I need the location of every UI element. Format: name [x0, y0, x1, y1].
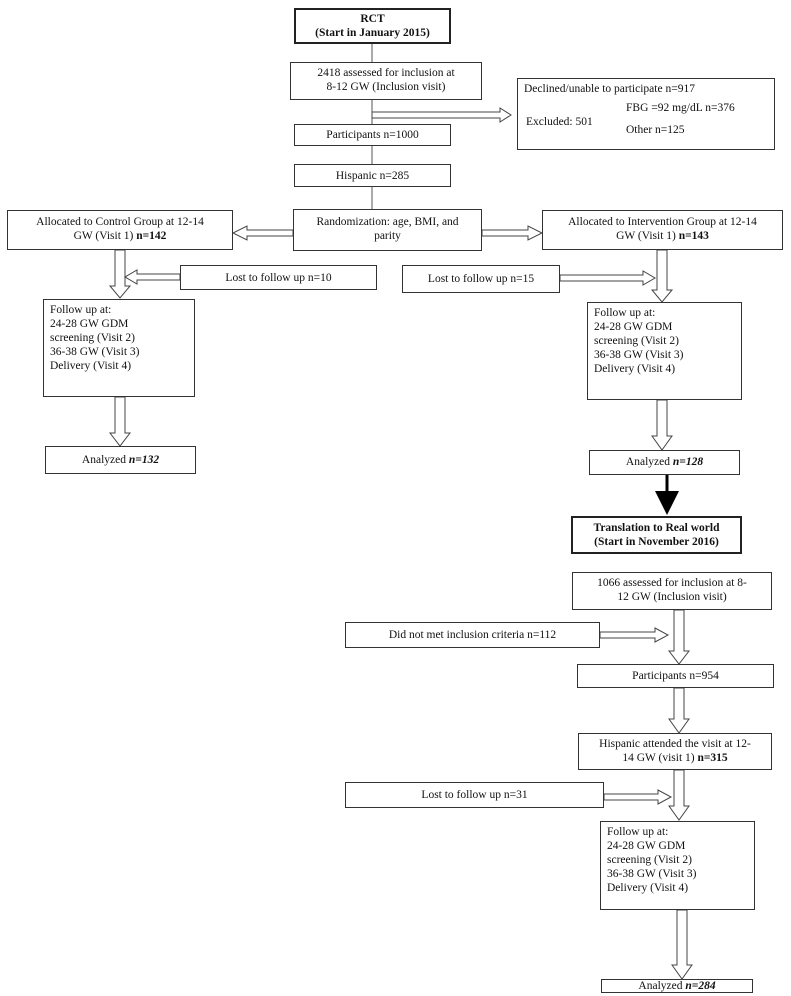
followup-rw-l2: 24-28 GW GDM — [607, 840, 686, 852]
intervention-line2-text: GW (Visit 1) — [616, 230, 679, 242]
followup-rw-l1: Follow up at: — [607, 826, 669, 838]
followup-intervention-l1: Follow up at: — [594, 307, 656, 319]
followup-rw-l3: screening (Visit 2) — [607, 854, 692, 866]
control-line2: GW (Visit 1) n=142 — [13, 229, 227, 243]
hispanic-rw-count: n=315 — [697, 752, 728, 764]
other-text: Other n=125 — [626, 124, 685, 136]
hollow-arrow-control-analyzed — [108, 396, 132, 447]
translation-title: Translation to Real world — [593, 522, 720, 534]
intervention-line1: Allocated to Intervention Group at 12-14 — [568, 216, 757, 228]
analyzed-control-count: n=132 — [128, 454, 160, 466]
followup-rw-l5: Delivery (Visit 4) — [607, 882, 689, 894]
hollow-arrow-intervention-analyzed — [651, 399, 673, 451]
hispanic-rw-box: Hispanic attended the visit at 12- 14 GW… — [578, 733, 772, 770]
control-count: n=142 — [136, 230, 167, 242]
hollow-arrow-lost-rw — [603, 789, 673, 805]
hollow-arrow-to-intervention — [481, 225, 544, 241]
analyzed-intervention-line: Analyzed n=128 — [595, 455, 734, 469]
followup-intervention-l2: 24-28 GW GDM — [594, 321, 673, 333]
followup-intervention-box: Follow up at: 24-28 GW GDM screening (Vi… — [587, 302, 742, 400]
hollow-arrow-lost-control — [124, 269, 181, 285]
lost-control-text: Lost to follow up n=10 — [225, 272, 332, 284]
intervention-count: n=143 — [678, 230, 709, 242]
randomization-line1: Randomization: age, BMI, and — [316, 216, 459, 228]
participants-text: Participants n=1000 — [326, 129, 419, 141]
hollow-arrow-excluded — [371, 107, 512, 123]
analyzed-intervention-count: n=128 — [672, 456, 704, 468]
followup-intervention-l3: screening (Visit 2) — [594, 335, 679, 347]
rct-title: RCT — [360, 13, 385, 25]
analyzed-intervention-box: Analyzed n=128 — [589, 450, 740, 475]
hispanic-rw-line2-text: 14 GW (visit 1) — [622, 752, 698, 764]
hollow-arrow-rw-hispanic-down — [668, 769, 690, 821]
followup-intervention-l5: Delivery (Visit 4) — [594, 363, 676, 375]
intervention-group-box: Allocated to Intervention Group at 12-14… — [542, 210, 783, 250]
assessed-line2: 8-12 GW (Inclusion visit) — [326, 81, 446, 93]
hispanic-rw-line2: 14 GW (visit 1) n=315 — [584, 751, 766, 765]
lost-rw-box: Lost to follow up n=31 — [345, 782, 604, 808]
hollow-arrow-lost-intervention — [559, 270, 656, 286]
analyzed-control-line: Analyzed n=132 — [51, 453, 190, 467]
assessed-box: 2418 assessed for inclusion at 8-12 GW (… — [290, 62, 482, 100]
hollow-arrow-rw-analyzed — [671, 909, 693, 980]
randomization-line2: parity — [374, 230, 401, 242]
assessed-rw-box: 1066 assessed for inclusion at 8- 12 GW … — [572, 572, 772, 610]
hollow-arrow-rw-assessed-down — [667, 609, 691, 665]
analyzed-rw-label: Analyzed — [638, 980, 686, 992]
hispanic-box: Hispanic n=285 — [294, 164, 451, 187]
rct-subtitle: (Start in January 2015) — [315, 27, 430, 39]
hispanic-rw-line1: Hispanic attended the visit at 12- — [599, 738, 751, 750]
hollow-arrow-control-down — [108, 249, 132, 299]
lost-control-box: Lost to follow up n=10 — [180, 265, 377, 290]
followup-control-l2: 24-28 GW GDM — [50, 318, 129, 330]
analyzed-control-label: Analyzed — [81, 454, 129, 466]
control-line1: Allocated to Control Group at 12-14 — [36, 216, 204, 228]
hollow-arrow-rw-participants-down — [668, 687, 690, 734]
assessed-rw-line1: 1066 assessed for inclusion at 8- — [597, 577, 747, 589]
analyzed-control-box: Analyzed n=132 — [45, 446, 196, 474]
lost-intervention-text: Lost to follow up n=15 — [427, 273, 535, 285]
followup-control-box: Follow up at: 24-28 GW GDM screening (Vi… — [43, 299, 195, 397]
analyzed-rw-line: Analyzed n=284 — [607, 980, 747, 993]
analyzed-rw-box: Analyzed n=284 — [601, 979, 753, 993]
followup-control-l1: Follow up at: — [50, 304, 112, 316]
translation-subtitle: (Start in November 2016) — [594, 536, 719, 548]
rct-box: RCT (Start in January 2015) — [294, 8, 451, 44]
followup-control-l4: 36-38 GW (Visit 3) — [50, 346, 140, 358]
fbg-text: FBG =92 mg/dL n=376 — [626, 102, 735, 114]
analyzed-rw-count: n=284 — [685, 980, 716, 992]
not-met-box: Did not met inclusion criteria n=112 — [345, 622, 600, 648]
participants-box: Participants n=1000 — [294, 124, 451, 146]
control-line2-text: GW (Visit 1) — [73, 230, 137, 242]
excluded-label: Excluded: 501 — [526, 116, 593, 128]
followup-control-l3: screening (Visit 2) — [50, 332, 135, 344]
hollow-arrow-not-met — [599, 627, 670, 643]
participants-rw-text: Participants n=954 — [632, 670, 719, 682]
hispanic-text: Hispanic n=285 — [335, 170, 410, 182]
not-met-text: Did not met inclusion criteria n=112 — [388, 629, 557, 641]
followup-rw-l4: 36-38 GW (Visit 3) — [607, 868, 697, 880]
randomization-box: Randomization: age, BMI, and parity — [293, 209, 482, 251]
control-group-box: Allocated to Control Group at 12-14 GW (… — [7, 210, 233, 250]
followup-intervention-l4: 36-38 GW (Visit 3) — [594, 349, 684, 361]
hollow-arrow-intervention-down — [650, 249, 674, 303]
followup-rw-box: Follow up at: 24-28 GW GDM screening (Vi… — [600, 821, 755, 910]
followup-control-l5: Delivery (Visit 4) — [50, 360, 132, 372]
translation-box: Translation to Real world (Start in Nove… — [571, 516, 742, 554]
intervention-line2: GW (Visit 1) n=143 — [548, 229, 777, 243]
hollow-arrow-to-control — [231, 225, 294, 241]
participants-rw-box: Participants n=954 — [577, 664, 774, 688]
declined-text: Declined/unable to participate n=917 — [524, 83, 695, 95]
analyzed-intervention-label: Analyzed — [625, 456, 673, 468]
declined-box: Declined/unable to participate n=917 Exc… — [517, 78, 775, 150]
lost-intervention-box: Lost to follow up n=15 — [402, 265, 560, 293]
lost-rw-text: Lost to follow up n=31 — [421, 789, 528, 801]
assessed-line1: 2418 assessed for inclusion at — [317, 67, 455, 79]
assessed-rw-line2: 12 GW (Inclusion visit) — [617, 591, 727, 603]
